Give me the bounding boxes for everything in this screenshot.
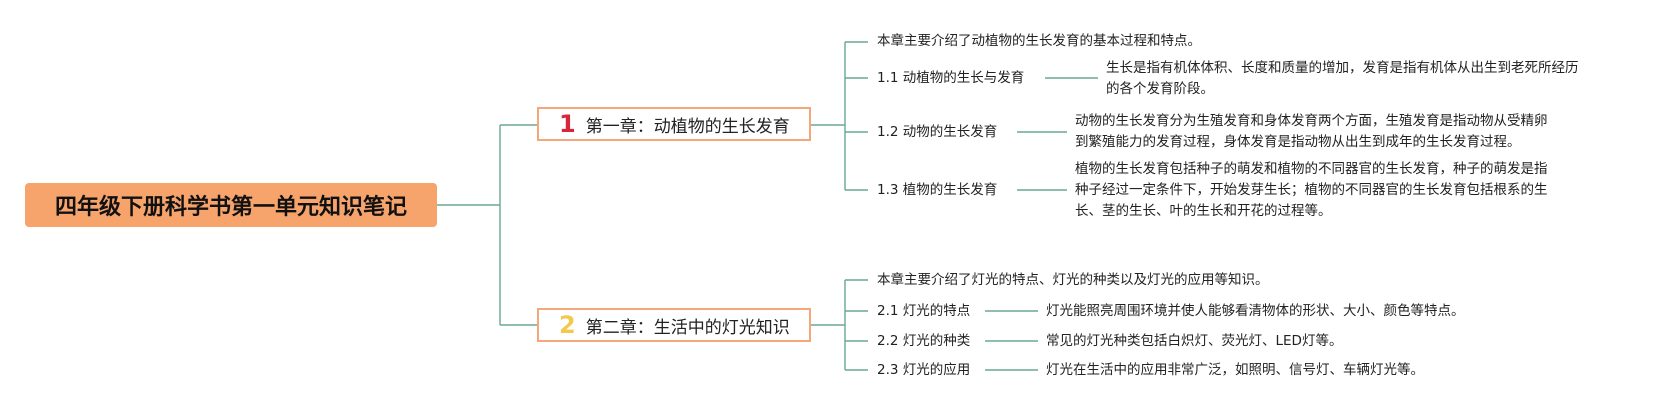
section-1-2-line-1: 动物的生长发育分为生殖发育和身体发育两个方面，生殖发育是指动物从受精卵	[1075, 113, 1548, 129]
chapter-2-intro[interactable]: 本章主要介绍了灯光的特点、灯光的种类以及灯光的应用等知识。	[877, 272, 1269, 288]
section-1-2-text[interactable]: 动物的生长发育分为生殖发育和身体发育两个方面，生殖发育是指动物从受精卵 到繁殖能…	[1075, 111, 1548, 153]
section-2-1-line-1: 灯光能照亮周围环境并使人能够看清物体的形状、大小、颜色等特点。	[1046, 303, 1465, 319]
chapter-1-title: 第一章：动植物的生长发育	[585, 116, 790, 137]
section-1-3-line-2: 种子经过一定条件下，开始发芽生长；植物的不同器官的生长发育包括根系的生	[1075, 182, 1548, 198]
section-1-1-label[interactable]: 1.1 动植物的生长与发育	[877, 70, 1025, 86]
section-2-3-label[interactable]: 2.3 灯光的应用	[877, 362, 971, 378]
chapter-badge-2: 2	[559, 311, 576, 339]
section-1-3-line-1: 植物的生长发育包括种子的萌发和植物的不同器官的生长发育，种子的萌发是指	[1075, 161, 1548, 177]
root-title: 四年级下册科学书第一单元知识笔记	[54, 195, 407, 220]
chapter-2-title: 第二章：生活中的灯光知识	[585, 317, 790, 338]
section-2-3-text[interactable]: 灯光在生活中的应用非常广泛，如照明、信号灯、车辆灯光等。	[1046, 360, 1424, 381]
chapter-2-node[interactable]: 2 第二章：生活中的灯光知识	[537, 308, 811, 342]
section-1-2-line-2: 到繁殖能力的发育过程，身体发育是指动物从出生到成年的生长发育过程。	[1075, 134, 1521, 150]
chapter-badge-1: 1	[559, 110, 576, 138]
section-2-3-line-1: 灯光在生活中的应用非常广泛，如照明、信号灯、车辆灯光等。	[1046, 362, 1424, 378]
section-2-2-text[interactable]: 常见的灯光种类包括白炽灯、荧光灯、LED灯等。	[1046, 331, 1342, 352]
chapter-1-intro[interactable]: 本章主要介绍了动植物的生长发育的基本过程和特点。	[877, 33, 1201, 49]
section-1-1-text[interactable]: 生长是指有机体体积、长度和质量的增加，发育是指有机体从出生到老死所经历 的各个发…	[1106, 58, 1579, 100]
section-1-3-text[interactable]: 植物的生长发育包括种子的萌发和植物的不同器官的生长发育，种子的萌发是指 种子经过…	[1075, 159, 1548, 222]
section-2-2-line-1: 常见的灯光种类包括白炽灯、荧光灯、LED灯等。	[1046, 333, 1343, 349]
section-1-1-line-1: 生长是指有机体体积、长度和质量的增加，发育是指有机体从出生到老死所经历	[1106, 60, 1579, 76]
section-1-1-line-2: 的各个发育阶段。	[1106, 81, 1214, 97]
chapter-1-node[interactable]: 1 第一章：动植物的生长发育	[537, 107, 811, 141]
section-2-2-label[interactable]: 2.2 灯光的种类	[877, 333, 971, 349]
section-1-3-label[interactable]: 1.3 植物的生长发育	[877, 182, 998, 198]
root-node[interactable]: 四年级下册科学书第一单元知识笔记	[25, 183, 437, 227]
section-2-1-label[interactable]: 2.1 灯光的特点	[877, 303, 971, 319]
section-2-1-text[interactable]: 灯光能照亮周围环境并使人能够看清物体的形状、大小、颜色等特点。	[1046, 301, 1465, 322]
section-1-3-line-3: 长、茎的生长、叶的生长和开花的过程等。	[1075, 203, 1332, 219]
section-1-2-label[interactable]: 1.2 动物的生长发育	[877, 124, 998, 140]
